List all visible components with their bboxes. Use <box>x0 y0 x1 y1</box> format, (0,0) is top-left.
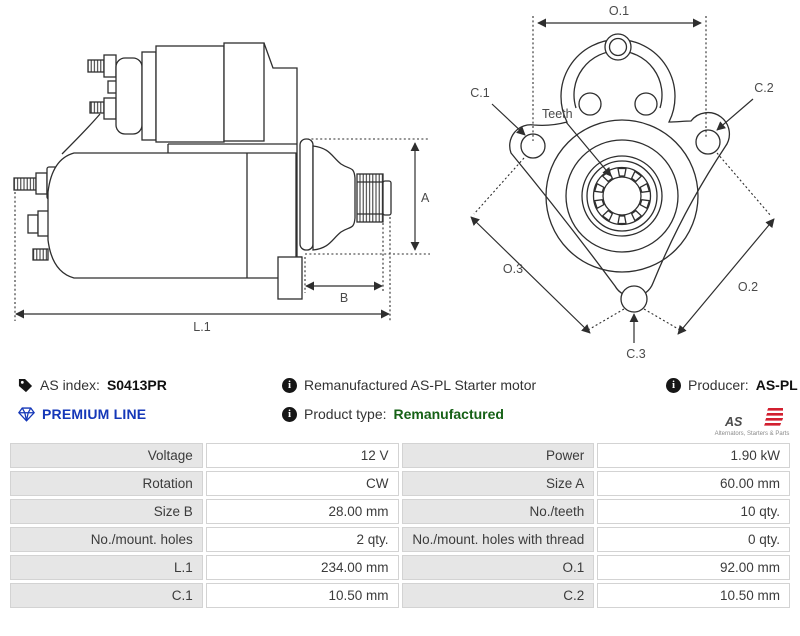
tag-icon <box>18 378 33 392</box>
as-index-label: AS index: <box>40 377 100 393</box>
front-view-dimension-lines <box>470 18 775 343</box>
spec-label: No./mount. holes with thread <box>401 527 595 552</box>
producer-block: i Producer: AS-PL <box>666 377 800 393</box>
table-row: C.1 10.50 mm C.2 10.50 mm <box>10 583 790 608</box>
as-pl-logo-tagline: Alternators, Starters & Parts <box>714 431 790 437</box>
product-type-label: Product type: <box>304 406 387 422</box>
dim-label-c3: C.3 <box>626 347 646 361</box>
spec-value: CW <box>205 471 399 496</box>
spec-label: Power <box>401 443 595 468</box>
spec-value: 0 qty. <box>597 527 790 552</box>
spec-value: 234.00 mm <box>205 555 399 580</box>
spec-label: No./mount. holes <box>10 527 203 552</box>
dim-label-b: B <box>340 291 348 305</box>
product-type-block: i Product type: Remanufactured <box>282 406 666 422</box>
front-view-extension-lines <box>473 16 772 331</box>
spec-value: 2 qty. <box>205 527 399 552</box>
spec-value: 12 V <box>205 443 399 468</box>
spec-value: 60.00 mm <box>597 471 790 496</box>
front-view-outline <box>509 33 731 313</box>
dim-label-c2: C.2 <box>754 81 774 95</box>
brand-logo-block: AS Alternators, Starters & Parts <box>666 406 800 437</box>
spec-label: O.1 <box>401 555 595 580</box>
as-index-block: AS index: S0413PR <box>0 377 282 393</box>
dim-label-o1: O.1 <box>609 4 629 18</box>
producer-label: Producer: <box>688 377 749 393</box>
premium-line-block: PREMIUM LINE <box>0 406 282 422</box>
svg-text:AS: AS <box>724 415 743 429</box>
description-block: i Remanufactured AS-PL Starter motor <box>282 377 666 393</box>
info-icon: i <box>666 377 681 393</box>
spec-value: 28.00 mm <box>205 499 399 524</box>
spec-label: C.2 <box>401 583 595 608</box>
producer-value: AS-PL <box>755 377 798 393</box>
spec-label: C.1 <box>10 583 203 608</box>
as-index-value: S0413PR <box>106 377 167 393</box>
diamond-icon <box>18 407 35 422</box>
info-icon: i <box>282 406 297 422</box>
side-view-extension-lines <box>14 138 430 321</box>
spec-label: No./teeth <box>401 499 595 524</box>
table-row: Rotation CW Size A 60.00 mm <box>10 471 790 496</box>
spec-value: 1.90 kW <box>597 443 790 468</box>
product-type-value: Remanufactured <box>393 406 504 422</box>
spec-label: Rotation <box>10 471 203 496</box>
spec-value: 10 qty. <box>597 499 790 524</box>
dim-label-o2: O.2 <box>738 280 758 294</box>
dim-label-c1: C.1 <box>470 86 490 100</box>
side-view-dimension-lines <box>15 142 420 319</box>
spec-value: 92.00 mm <box>597 555 790 580</box>
starter-motor-side-view-drawing: A B L.1 <box>13 42 430 334</box>
table-row: No./mount. holes 2 qty. No./mount. holes… <box>10 527 790 552</box>
info-icon: i <box>282 377 297 393</box>
spec-table: Voltage 12 V Power 1.90 kW Rotation CW S… <box>7 440 793 611</box>
starter-motor-front-view-drawing: O.1 C.1 C.2 Teeth O.3 O.2 C.3 <box>470 4 775 361</box>
as-pl-logo: AS Alternators, Starters & Parts <box>712 406 792 437</box>
spec-value: 10.50 mm <box>205 583 399 608</box>
dim-label-teeth: Teeth <box>542 107 573 121</box>
product-info-row-1: AS index: S0413PR i Remanufactured AS-PL… <box>0 377 800 393</box>
spec-label: Size A <box>401 471 595 496</box>
table-row: Voltage 12 V Power 1.90 kW <box>10 443 790 468</box>
spec-label: Size B <box>10 499 203 524</box>
product-info-row-2: PREMIUM LINE i Product type: Remanufactu… <box>0 406 800 437</box>
table-row: L.1 234.00 mm O.1 92.00 mm <box>10 555 790 580</box>
side-view-outline <box>13 42 392 300</box>
as-pl-logo-mark: AS <box>724 408 788 429</box>
dim-label-o3: O.3 <box>503 262 523 276</box>
table-row: Size B 28.00 mm No./teeth 10 qty. <box>10 499 790 524</box>
spec-label: Voltage <box>10 443 203 468</box>
pinion-teeth <box>593 167 651 225</box>
spec-label: L.1 <box>10 555 203 580</box>
premium-line-label: PREMIUM LINE <box>42 406 147 422</box>
dim-label-a: A <box>421 191 430 205</box>
spec-value: 10.50 mm <box>597 583 790 608</box>
product-description: Remanufactured AS-PL Starter motor <box>304 377 537 393</box>
dim-label-l1: L.1 <box>193 320 210 334</box>
